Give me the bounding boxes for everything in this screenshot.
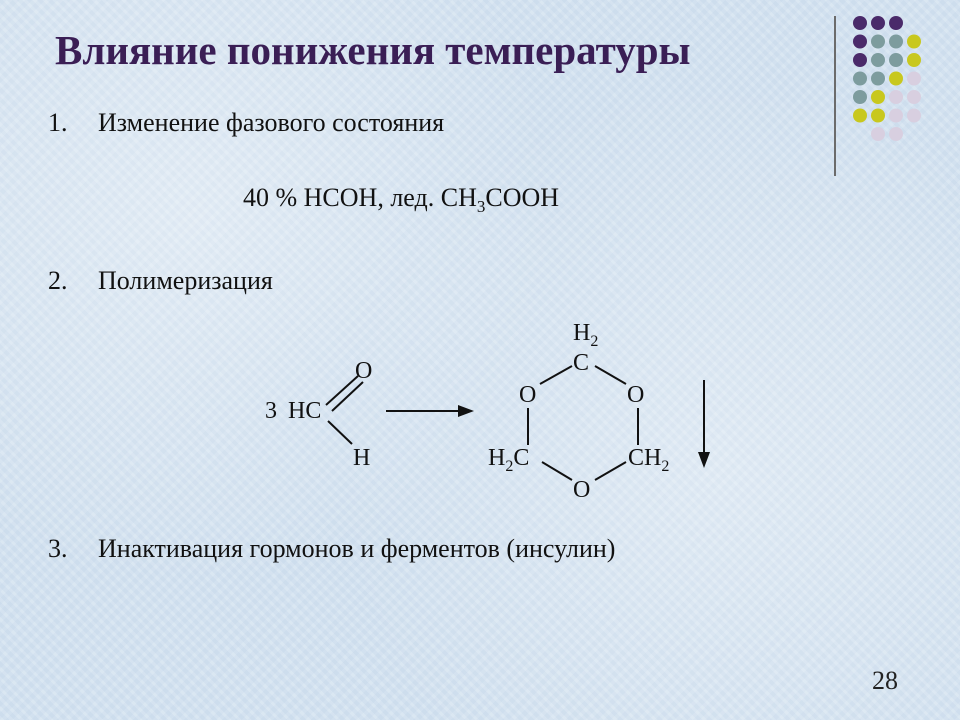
decorative-dot — [907, 108, 921, 123]
decorative-dot — [889, 108, 903, 123]
slide-title: Влияние понижения температуры — [55, 27, 691, 73]
decorative-dot — [889, 34, 903, 49]
ring-left-ch2: H2C — [488, 445, 529, 475]
decorative-dot — [853, 34, 867, 49]
formula-subscript: 3 — [476, 197, 486, 217]
list-item-text: Инактивация гормонов и ферментов (инсули… — [98, 534, 616, 563]
formula-part2: COOH — [485, 183, 560, 212]
list-item-text: Изменение фазового состояния — [98, 108, 445, 137]
decorative-dot — [853, 108, 867, 123]
reaction-coefficient: 3 — [265, 398, 277, 424]
double-bond-line-2 — [331, 381, 364, 412]
precipitate-arrow-head — [698, 452, 710, 468]
decorative-dot — [889, 16, 903, 30]
decorative-dot — [907, 71, 921, 86]
decorative-divider — [834, 16, 836, 176]
decorative-dot-grid — [853, 16, 921, 141]
single-bond-line — [327, 420, 353, 445]
aldehyde-hydrogen-label: H — [353, 445, 370, 471]
decorative-dot — [853, 16, 867, 30]
decorative-dot — [871, 108, 885, 123]
decorative-dot — [853, 90, 867, 104]
carbonyl-oxygen-label: O — [355, 358, 372, 384]
phase-change-formula: 40 % НСОН, лед. CH3COOH — [243, 183, 559, 217]
ring-right-ch2: CH2 — [628, 445, 669, 475]
decorative-dot — [889, 53, 903, 67]
ring-oxygen-right: O — [627, 382, 644, 408]
decorative-dot — [907, 90, 921, 104]
page-number: 28 — [872, 666, 898, 695]
aldehyde-carbon-label: HC — [288, 398, 321, 424]
decorative-dot — [889, 71, 903, 86]
decorative-dot — [871, 16, 885, 30]
ring-bonds — [527, 365, 639, 481]
list-item-number: 2. — [48, 266, 68, 295]
trioxane-reaction-diagram: 3 HC O H H2 C O O H2C CH2 O — [265, 320, 710, 503]
decorative-dot — [871, 34, 885, 49]
double-bond-line-1 — [325, 375, 359, 406]
reaction-arrow-head — [458, 405, 474, 417]
ring-top-hydrogen: H2 — [573, 320, 598, 350]
ring-top-carbon: C — [573, 350, 589, 376]
decorative-dot — [871, 71, 885, 86]
decorative-dot — [853, 71, 867, 86]
decorative-dot — [871, 53, 885, 67]
decorative-dot — [889, 90, 903, 104]
decorative-dot — [907, 34, 921, 49]
decorative-dot — [853, 53, 867, 67]
decorative-dot — [871, 127, 885, 141]
list-item-phase-change: 1. Изменение фазового состояния — [48, 108, 444, 138]
decorative-dot — [889, 127, 903, 141]
decorative-dot — [907, 53, 921, 67]
ring-oxygen-bottom: O — [573, 477, 590, 503]
list-item-number: 1. — [48, 108, 68, 137]
list-item-polymerization: 2. Полимеризация — [48, 266, 273, 296]
ring-oxygen-left: O — [519, 382, 536, 408]
decorative-dot — [871, 90, 885, 104]
list-item-number: 3. — [48, 534, 68, 563]
formula-part1: 40 % НСОН, лед. CH — [243, 183, 477, 212]
list-item-text: Полимеризация — [98, 266, 273, 295]
list-item-inactivation: 3. Инактивация гормонов и ферментов (инсу… — [48, 534, 615, 564]
